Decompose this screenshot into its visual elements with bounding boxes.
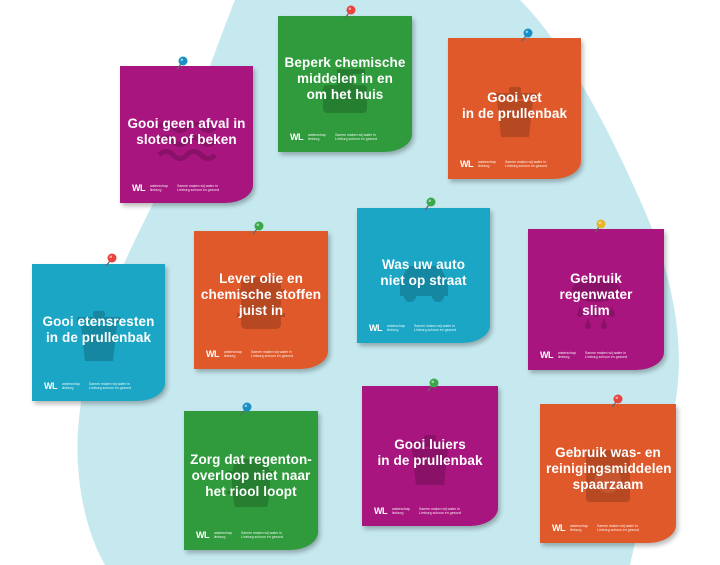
note-title: Gooi luiers in de prullenbak: [377, 436, 483, 468]
note-luiers[interactable]: Gooi luiers in de prullenbak WL watersch…: [362, 386, 498, 526]
push-pin-icon: [423, 197, 437, 211]
waterschap-logo: WL waterschap limburg Samen maken wij wa…: [196, 530, 284, 540]
car-icon: [392, 246, 456, 310]
note-afval-sloten[interactable]: Gooi geen afval in sloten of beken WL wa…: [120, 66, 253, 203]
waterschap-logo: WL waterschap limburg Samen maken wij wa…: [44, 381, 132, 391]
note-title: Was uw auto niet op straat: [380, 256, 467, 288]
note-was-middelen[interactable]: Gebruik was- en reinigingsmiddelen spaar…: [540, 404, 676, 543]
push-pin-icon: [343, 5, 357, 19]
note-title: Gebruik was- en reinigingsmiddelen spaar…: [546, 444, 672, 492]
push-pin-icon: [239, 402, 253, 416]
waterschap-logo: WL waterschap limburg Samen maken wij wa…: [540, 350, 628, 360]
push-pin-icon: [104, 253, 118, 267]
waterschap-logo: WL waterschap limburg Samen maken wij wa…: [369, 323, 457, 333]
note-chemische-middelen[interactable]: Beperk chemische middelen in en om het h…: [278, 16, 412, 152]
trash-bin-icon: [483, 79, 547, 143]
note-regenwater[interactable]: Gebruik regenwater slim WL waterschap li…: [528, 229, 664, 370]
trash-bin-icon: [398, 427, 462, 491]
note-title: Zorg dat regenton- overloop niet naar he…: [190, 451, 312, 499]
oil-barrel-icon: [229, 271, 293, 335]
waves-icon: [155, 105, 219, 169]
waterschap-logo: WL waterschap limburg Samen maken wij wa…: [290, 132, 378, 142]
note-title: Gooi vet in de prullenbak: [461, 89, 568, 121]
push-pin-icon: [426, 378, 440, 392]
spray-bottle-icon: [313, 55, 377, 119]
note-regenton[interactable]: Zorg dat regenton- overloop niet naar he…: [184, 411, 318, 550]
waterschap-logo: WL waterschap limburg Samen maken wij wa…: [460, 159, 548, 169]
push-pin-icon: [593, 219, 607, 233]
note-olie-chemische-stoffen[interactable]: Lever olie en chemische stoffen juist in…: [194, 231, 328, 369]
note-title: Gooi etensresten in de prullenbak: [42, 313, 155, 345]
push-pin-icon: [251, 221, 265, 235]
push-pin-icon: [520, 28, 534, 42]
waterschap-logo: WL waterschap limburg Samen maken wij wa…: [206, 349, 294, 359]
waterschap-logo: WL waterschap limburg Samen maken wij wa…: [552, 523, 640, 533]
note-vet-prullenbak[interactable]: Gooi vet in de prullenbak WL waterschap …: [448, 38, 581, 179]
rain-cloud-icon: [564, 270, 628, 334]
note-title: Gooi geen afval in sloten of beken: [127, 115, 246, 147]
waterschap-logo: WL waterschap limburg Samen maken wij wa…: [374, 506, 462, 516]
note-title: Beperk chemische middelen in en om het h…: [284, 55, 406, 103]
note-etensresten[interactable]: Gooi etensresten in de prullenbak WL wat…: [32, 264, 165, 401]
trash-bin-icon: [67, 303, 131, 367]
push-pin-icon: [610, 394, 624, 408]
rain-barrel-icon: [219, 451, 283, 515]
waterschap-logo: WL waterschap limburg Samen maken wij wa…: [132, 183, 220, 193]
push-pin-icon: [175, 56, 189, 70]
note-auto-wassen[interactable]: Was uw auto niet op straat WL waterschap…: [357, 208, 490, 343]
note-title: Gebruik regenwater slim: [559, 270, 633, 318]
washing-machine-icon: [576, 444, 640, 508]
note-title: Lever olie en chemische stoffen juist in: [200, 271, 322, 319]
